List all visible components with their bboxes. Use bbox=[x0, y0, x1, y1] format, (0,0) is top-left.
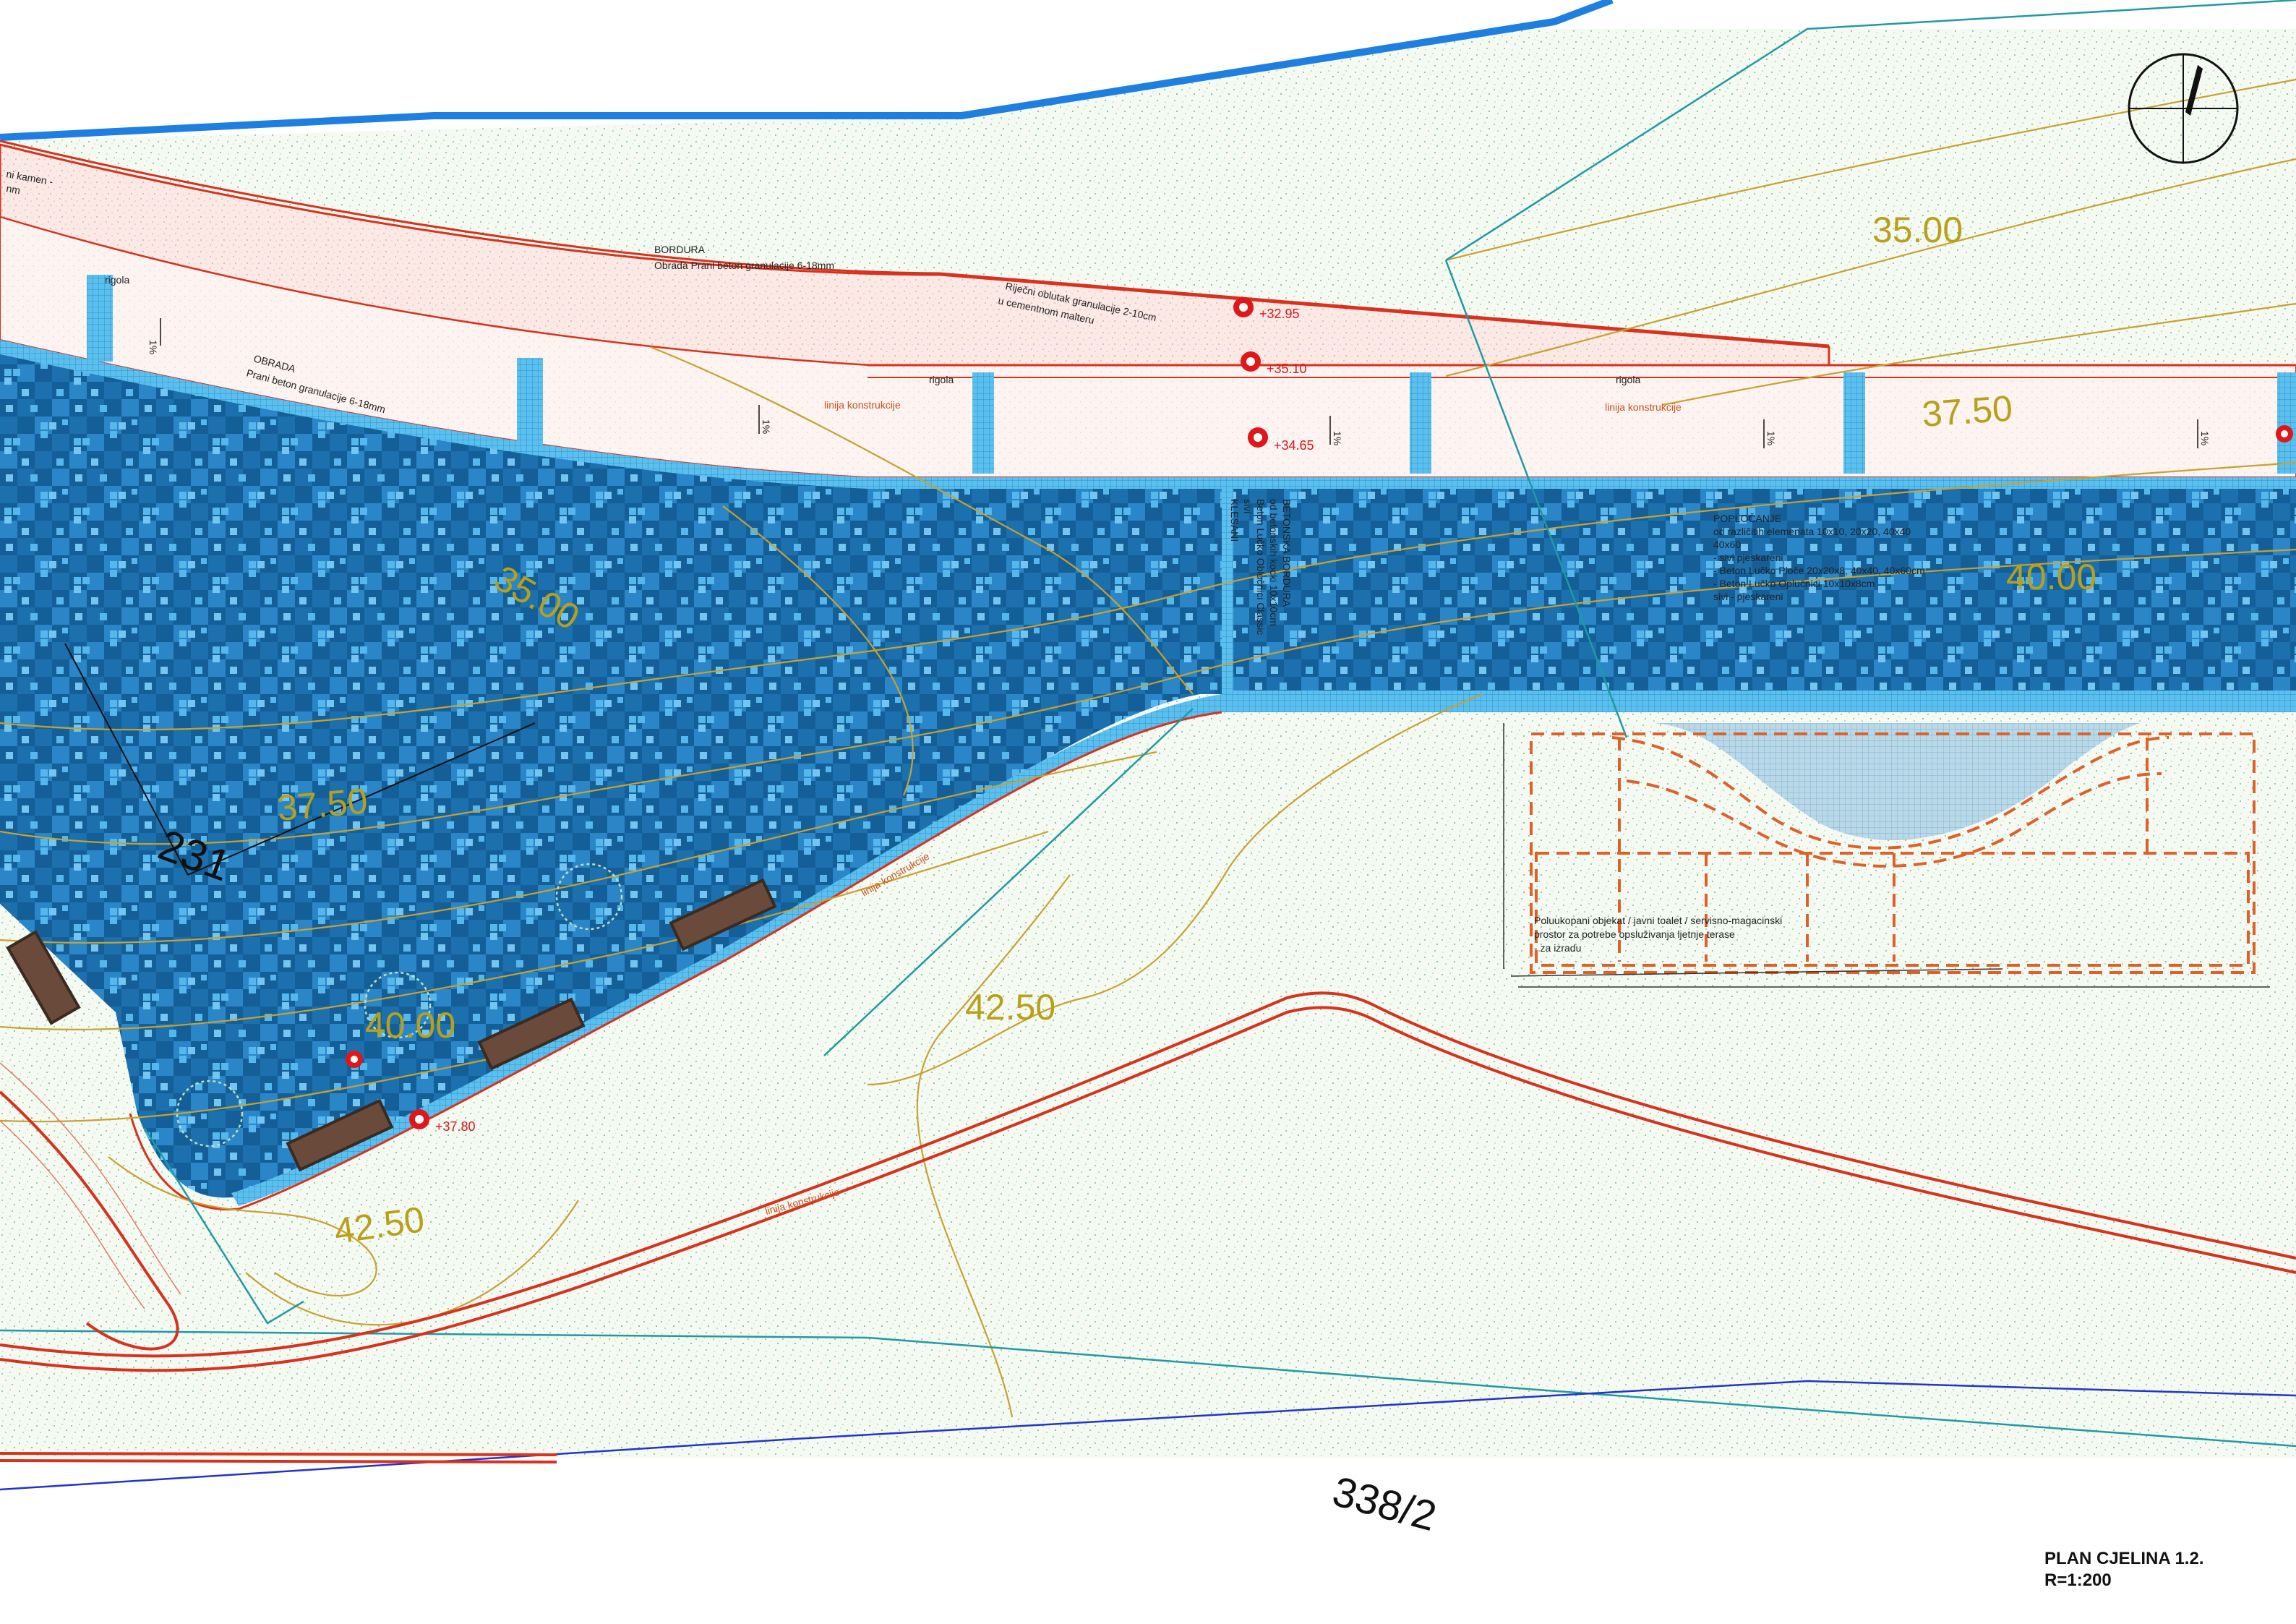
curb-spec-line-2: od betonskih kocki 10x10cm bbox=[1268, 499, 1280, 626]
paving-spec-line-6: sivi - pjeskareni bbox=[1713, 591, 1783, 602]
plaza-diagonal-strip bbox=[231, 694, 1222, 1206]
building-grid-area bbox=[1655, 723, 2140, 840]
rigola-label-3: rigola bbox=[1616, 374, 1640, 385]
road-lines-thin bbox=[0, 1062, 181, 1309]
building-desc-line-2: prostor za potrebe opsluživanja ljetnje … bbox=[1534, 928, 1735, 940]
building-footprint bbox=[1530, 732, 2256, 974]
north-arrow-icon bbox=[2128, 53, 2239, 164]
paving-spec-line-5: - Beton Lučko Oplučnici 10x10x8cm bbox=[1713, 578, 1875, 589]
tree-3 bbox=[176, 1080, 244, 1148]
elevation-label-2: +35.10 bbox=[1267, 362, 1307, 376]
bench-1 bbox=[669, 878, 777, 952]
elevation-marker-2: +35.10 bbox=[1241, 351, 1307, 376]
plaza-outline bbox=[129, 711, 1222, 1211]
rigola-strip-5 bbox=[1843, 372, 1865, 474]
elevation-marker-1: +32.95 bbox=[1233, 297, 1300, 321]
paving-spec-title: POPLOČANJE bbox=[1713, 513, 1781, 524]
road-lines bbox=[0, 991, 2296, 1463]
plan-title: PLAN CJELINA 1.2. bbox=[2044, 1549, 2204, 1568]
elevation-marker-3: +34.65 bbox=[1248, 427, 1314, 453]
contour-label-35-top: 35.00 bbox=[1872, 210, 1963, 250]
building-dims bbox=[1503, 723, 2270, 988]
rigola-label-2: rigola bbox=[929, 374, 954, 385]
rigola-strip-2 bbox=[517, 358, 543, 448]
shoreline bbox=[0, 0, 1614, 141]
slope-indicators bbox=[160, 318, 2198, 448]
bench-4 bbox=[6, 930, 81, 1025]
elevation-label-4: +37.80 bbox=[435, 1119, 476, 1134]
rigola-strip-1 bbox=[87, 275, 113, 362]
trees bbox=[176, 863, 623, 1148]
elevation-marker-4: +37.80 bbox=[409, 1109, 476, 1134]
contour-label-40-right: 40.00 bbox=[2006, 557, 2096, 597]
tree-2 bbox=[364, 971, 432, 1039]
plan-scale: R=1:200 bbox=[2044, 1570, 2112, 1590]
slope-label-5: 1% bbox=[2199, 431, 2211, 445]
rigola-strip-3 bbox=[972, 372, 994, 474]
plaza-right-bottom-strip bbox=[1222, 691, 2296, 712]
plaza-paving bbox=[0, 340, 2296, 1198]
paving-spec-line-2: 40x60 bbox=[1713, 539, 1741, 550]
curb-spec-line-5: KLESANI bbox=[1229, 499, 1241, 542]
promenade-top-edge bbox=[0, 140, 1830, 347]
bench-3 bbox=[286, 1098, 394, 1172]
contour-label-37-5-top: 37.50 bbox=[1921, 388, 2014, 435]
bench-2 bbox=[477, 997, 586, 1071]
slope-label-1: 1% bbox=[147, 340, 159, 354]
linija-label-2: linija konstrukcije bbox=[1605, 401, 1682, 413]
paving-spec: POPLOČANJE od različitih elemenata 10x10… bbox=[1713, 513, 1925, 602]
building-desc-line-3: - za izradu bbox=[1534, 942, 1581, 954]
contour-label-42-5-mid: 42.50 bbox=[965, 987, 1055, 1027]
kamen-label-2: nm bbox=[5, 182, 21, 196]
elevation-markers: +32.95 +35.10 +34.65 +37.80 bbox=[346, 297, 2293, 1134]
slope-label-4: 1% bbox=[1765, 431, 1777, 445]
plaza-divider-strip bbox=[1222, 489, 1233, 698]
elevation-label-1: +32.95 bbox=[1259, 307, 1300, 321]
teal-lines bbox=[0, 0, 2296, 1448]
contour-lines bbox=[0, 78, 2296, 1418]
benches bbox=[6, 878, 777, 1172]
curb-spec: BETONSKA BORDURA od betonskih kocki 10x1… bbox=[1229, 499, 1293, 635]
rigola-strip-4 bbox=[1410, 372, 1431, 474]
tree-1 bbox=[555, 863, 623, 931]
paving-spec-line-4: - Beton Lučko Ploče 20x20x8, 40x40, 40x6… bbox=[1713, 565, 1925, 576]
elevation-label-3: +34.65 bbox=[1274, 438, 1314, 453]
slope-label-3: 1% bbox=[1332, 431, 1343, 445]
rigola-label-1: rigola bbox=[105, 274, 129, 286]
parcel-label-338-2: 338/2 bbox=[1328, 1468, 1442, 1540]
bordura-desc: Obrada Prani beton granulacije 6-18mm bbox=[654, 260, 834, 271]
linija-label-1: linija konstrukcije bbox=[824, 399, 901, 411]
plaza-dimension bbox=[64, 643, 536, 876]
contour-label-40-plaza: 40.00 bbox=[365, 1005, 455, 1046]
bordura-title: BORDURA bbox=[654, 244, 706, 255]
contour-label-37-5-plaza: 37.50 bbox=[275, 780, 369, 829]
paving-spec-line-3: - sivi pjeskareni bbox=[1713, 552, 1783, 563]
paving-spec-line-1: od različitih elemenata 10x10, 20x20, 40… bbox=[1713, 526, 1911, 537]
slope-label-2: 1% bbox=[761, 419, 772, 434]
building-desc-line-1: Poluukopani objekat / javni toalet / ser… bbox=[1534, 915, 1782, 926]
parcel-boundary bbox=[0, 1380, 2296, 1491]
curb-spec-line-4: sivi bbox=[1242, 499, 1254, 513]
building-desc: Poluukopani objekat / javni toalet / ser… bbox=[1534, 915, 1782, 954]
curb-spec-line-1: BETONSKA BORDURA bbox=[1281, 499, 1293, 607]
curb-spec-line-3: Beton Lučko Oblučnici Classic bbox=[1255, 499, 1267, 635]
terrain-white-corner bbox=[0, 0, 1612, 141]
plaza-top-strip bbox=[0, 340, 2296, 489]
rigola-strip-6 bbox=[2277, 372, 2296, 474]
